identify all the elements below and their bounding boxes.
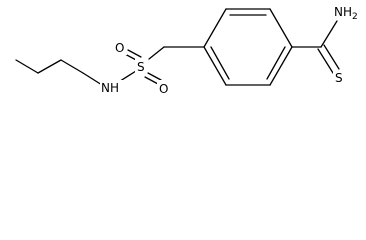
carbon-to-amide-nitrogen-bond (320, 20, 338, 48)
carbon-sulfur-double-bond-b (323, 44, 340, 70)
butyl-bond-2 (37, 59, 62, 74)
ring-bond-4 (269, 46, 293, 86)
sulfonamide-nitrogen-label: NH (101, 81, 119, 95)
thioamide-sulfur-label: S (335, 71, 343, 85)
amide-nitrogen-label: NH2 (334, 5, 358, 22)
sulfur-oxygen-bottom-bond-b (144, 76, 159, 85)
sulfonyl-oxygen-bottom-label: O (159, 82, 168, 96)
ring-inner-bond-2 (266, 46, 286, 80)
thioamide-group (291, 20, 340, 74)
atom-labels: NH S O O NH2 S (100, 4, 363, 96)
butyl-chain (15, 59, 103, 86)
butyl-bond-1 (15, 59, 39, 74)
ring-bond-6 (203, 46, 227, 86)
ring-inner-bond-3 (210, 46, 230, 80)
ring-bond-3 (269, 8, 293, 48)
benzene-ring (203, 8, 293, 86)
sulfonyl-oxygen-top-label: O (115, 41, 124, 55)
carbon-sulfur-double-bond-a (317, 48, 334, 74)
sulfonyl-sulfur-label: S (137, 60, 145, 74)
ring-bond-1 (203, 8, 227, 48)
chemical-structure: NH S O O NH2 S (15, 4, 363, 96)
butyl-to-nitrogen-bond (82, 72, 103, 86)
sulfur-to-methylene-bond (148, 46, 165, 60)
butyl-bond-3 (60, 59, 84, 74)
sulfur-oxygen-top-bond-b (127, 49, 142, 58)
sulfur-oxygen-bottom-bond-a (147, 72, 162, 81)
